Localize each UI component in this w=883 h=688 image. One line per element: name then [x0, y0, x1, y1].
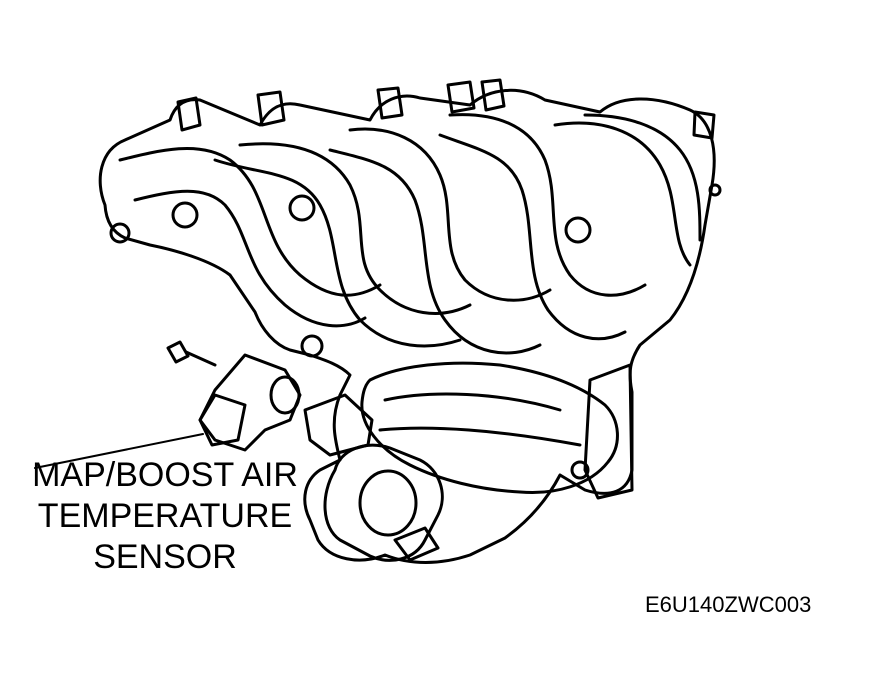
sensor-callout-label: MAP/BOOST AIR TEMPERATURE SENSOR [20, 455, 310, 578]
side-bracket [583, 363, 634, 500]
map-sensor-port [269, 375, 301, 415]
bolt-boss-6 [570, 460, 590, 480]
figure-code: E6U140ZWC003 [645, 592, 812, 617]
plenum-rib [378, 392, 582, 447]
bolt-boss-7 [708, 183, 722, 197]
injector-boss-4 [446, 80, 476, 114]
callout-line-2: TEMPERATURE [37, 497, 293, 535]
runner-2 [238, 142, 472, 315]
injector-boss-1 [176, 96, 202, 132]
bolt-boss-5 [300, 334, 324, 358]
bolt-boss-4 [564, 216, 592, 244]
callout-line-1: MAP/BOOST AIR [32, 456, 298, 494]
injector-boss-3 [376, 86, 404, 120]
manifold-outline [98, 88, 716, 564]
runner-5 [553, 121, 692, 267]
runner-2b [213, 158, 462, 348]
flange-boss [393, 526, 440, 562]
bolt-boss-3 [288, 194, 316, 222]
runner-1 [118, 147, 382, 297]
bolt-boss-1 [109, 222, 131, 244]
map-sensor-connector [198, 393, 247, 447]
runner-3 [348, 127, 552, 302]
injector-boss-6 [692, 110, 716, 140]
injector-boss-5 [480, 78, 506, 112]
runner-5b [583, 113, 702, 242]
throttle-bore [358, 469, 418, 537]
bolt-boss-2 [171, 201, 199, 229]
mounting-bolt [166, 340, 217, 367]
runner-1b [133, 189, 367, 328]
injector-boss-2 [256, 90, 286, 127]
map-sensor-body [198, 353, 302, 452]
runner-4 [448, 113, 647, 297]
runner-3b [328, 148, 542, 355]
plenum [360, 361, 619, 494]
runner-4b [438, 133, 627, 341]
sensor-mount-pad [303, 393, 374, 457]
callout-leader-line [34, 433, 204, 469]
throttle-body-flange [323, 443, 444, 562]
callout-line-3: SENSOR [93, 538, 237, 576]
